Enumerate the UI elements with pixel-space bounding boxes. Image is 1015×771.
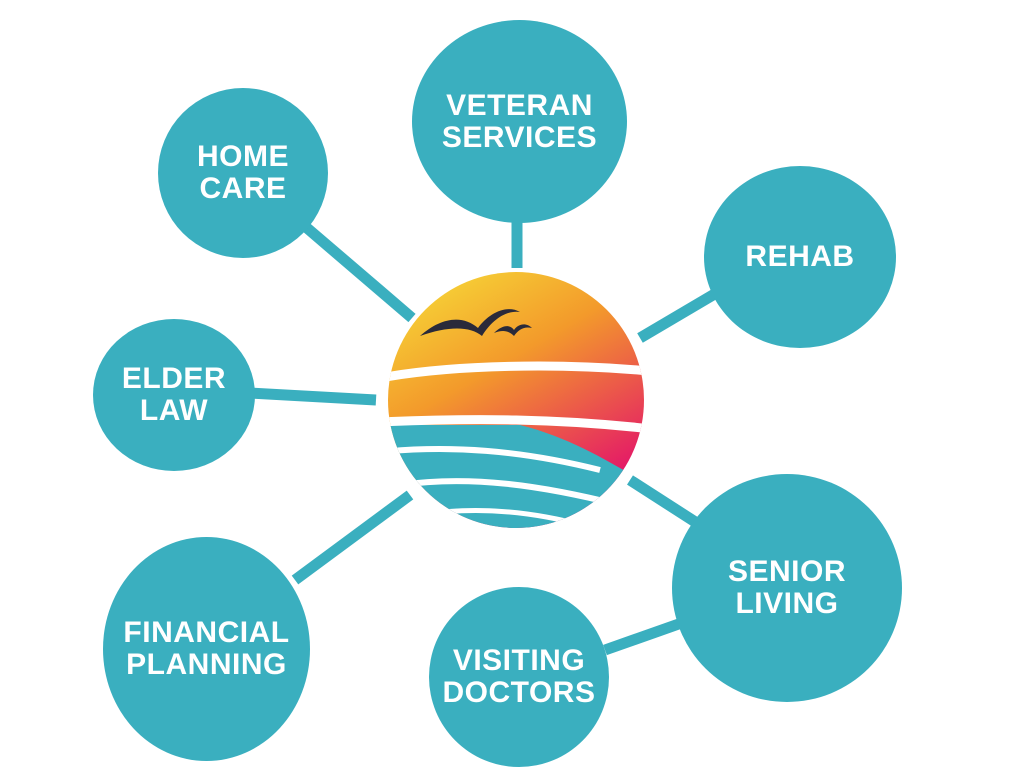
node-senior-living[interactable]: SENIOR LIVING [672, 474, 902, 702]
node-financial-planning[interactable]: FINANCIAL PLANNING [103, 537, 310, 761]
node-elder-law[interactable]: ELDER LAW [93, 319, 255, 471]
node-label-line: LIVING [735, 587, 839, 620]
node-label-line: REHAB [745, 240, 855, 273]
connectors [249, 212, 721, 656]
small-bird-icon [494, 324, 532, 336]
node-label-line: SENIOR [727, 555, 847, 588]
node-label-line: FINANCIAL [123, 616, 290, 649]
connector-senior-living [627, 475, 703, 530]
node-label-line: DOCTORS [442, 676, 596, 709]
node-label-line: HOME [197, 140, 289, 173]
sunset-sea-birds-logo-icon [388, 272, 644, 528]
node-label-line: VETERAN [446, 88, 593, 122]
connector-elder-law [249, 387, 377, 406]
connector-financial-planning [291, 490, 414, 585]
node-home-care[interactable]: HOME CARE [158, 88, 328, 258]
large-bird-icon [420, 309, 520, 336]
node-visiting-doctors[interactable]: VISITING DOCTORS [429, 587, 609, 767]
node-label-line: VISITING [452, 644, 586, 677]
connector-home-care [296, 217, 416, 323]
connector-rehab [637, 287, 721, 343]
node-label-line: CARE [199, 172, 287, 205]
node-label-line: PLANNING [126, 648, 287, 681]
node-label-line: LAW [139, 394, 209, 427]
node-label-line: ELDER [121, 362, 227, 395]
connector-visiting-doctors [603, 614, 692, 656]
node-rehab[interactable]: REHAB [704, 166, 896, 348]
node-label-line: SERVICES [441, 120, 598, 154]
node-veteran-services[interactable]: VETERAN SERVICES [412, 20, 627, 223]
